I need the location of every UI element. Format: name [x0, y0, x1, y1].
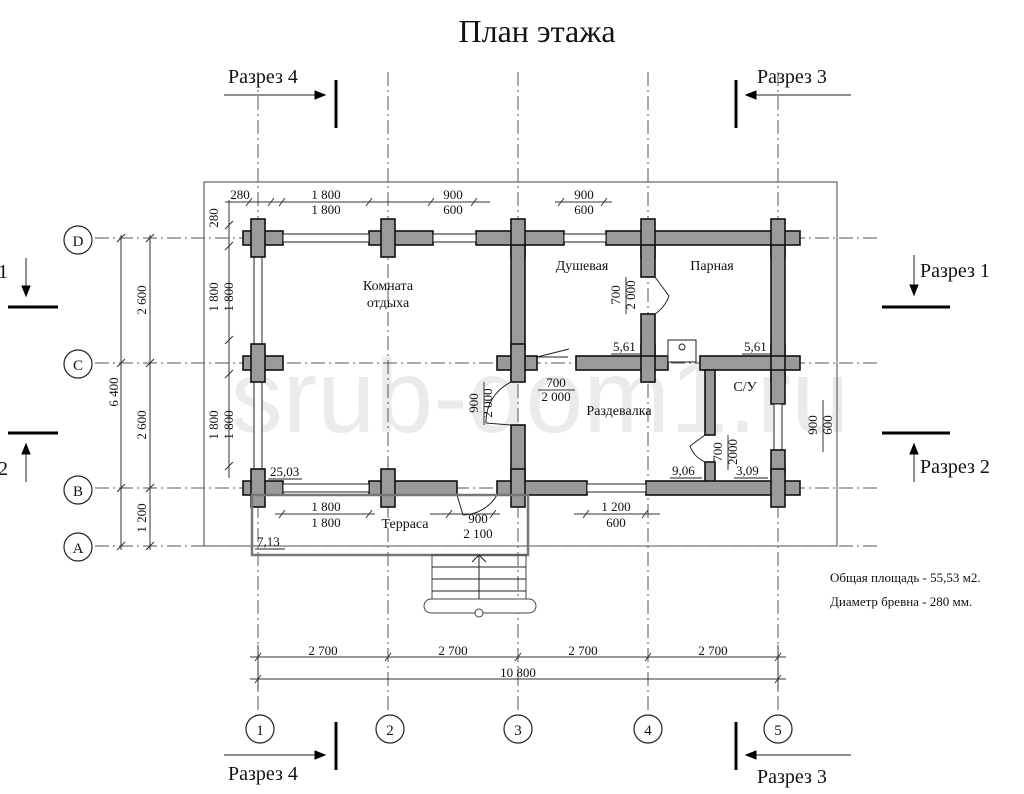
dim-door-shower-700: 700 [608, 285, 623, 305]
plan-title: План этажа [458, 13, 615, 49]
walls [242, 218, 801, 508]
dim-bot-2100: 2 100 [463, 526, 492, 541]
area-terrace: 7,13 [257, 534, 280, 549]
axis-label-d: D [73, 234, 84, 250]
dim-win-wc-600: 600 [820, 415, 835, 435]
area-labels: 25,03 5,61 5,61 9,06 3,09 7,13 [255, 339, 770, 550]
axis-label-b: B [73, 484, 83, 500]
dim-bot-900: 900 [468, 511, 488, 526]
dim-left-1200: 1 200 [134, 503, 149, 532]
axis-label-1: 1 [256, 723, 264, 739]
area-steam: 5,61 [744, 339, 767, 354]
room-labels: Комната отдыха Душевая Парная Раздевалка… [363, 259, 757, 532]
dim-left-2600-a: 2 600 [134, 285, 149, 314]
dim-top-280: 280 [230, 187, 250, 202]
section-4-bottom-label: Разрез 4 [228, 763, 298, 785]
dim-left-1800-1b: 1 800 [221, 282, 236, 311]
dim-door-ent-2000: 2 000 [480, 388, 495, 417]
dim-left-2600-b: 2 600 [134, 410, 149, 439]
dim-span-4: 2 700 [698, 643, 727, 658]
note-total-area: Общая площадь - 55,53 м2. [830, 570, 981, 585]
section-3-top-label: Разрез 3 [757, 66, 827, 88]
area-wc: 3,09 [736, 463, 759, 478]
area-shower: 5,61 [613, 339, 636, 354]
dim-bot-1800-a: 1 800 [311, 499, 340, 514]
dimensions-top: 280 1 800 1 800 900 600 900 600 [225, 187, 612, 217]
dim-left-1800-2b: 1 800 [221, 410, 236, 439]
dim-top-1800-b: 1 800 [311, 202, 340, 217]
dim-top-900-1: 900 [443, 187, 463, 202]
dim-door-shower-2000: 2 000 [623, 280, 638, 309]
section-4-top-label: Разрез 4 [228, 66, 298, 88]
dim-door-wc-2000: 2000 [725, 439, 740, 465]
dimensions-left: 6 400 2 600 2 600 1 200 280 1 800 1 800 … [106, 200, 236, 551]
dim-total: 10 800 [500, 665, 536, 680]
axis-label-4: 4 [644, 723, 652, 739]
room-terrace: Терраса [381, 517, 429, 532]
dimensions-doors: 700 2 000 700 2 000 900 2 000 700 2000 9… [466, 277, 835, 470]
room-wc: С/У [733, 380, 756, 395]
axis-bubbles-x: 1 2 3 4 5 [245, 714, 793, 744]
section-2-left-label: 2 [0, 458, 8, 480]
room-changing: Раздевалка [586, 404, 652, 419]
dimensions-bottom: 1 800 1 800 900 2 100 1 200 600 2 700 2 … [250, 499, 786, 690]
note-log-diameter: Диаметр бревна - 280 мм. [830, 594, 972, 609]
axis-label-2: 2 [386, 723, 394, 739]
axis-bubbles-y: D C B A [63, 225, 93, 562]
dim-door-ent-900: 900 [466, 393, 481, 413]
section-3-bottom-label: Разрез 3 [757, 766, 827, 788]
axis-label-c: C [73, 358, 83, 374]
dim-left-1800-1a: 1 800 [206, 282, 221, 311]
dim-left-1800-2a: 1 800 [206, 410, 221, 439]
terrace [250, 493, 537, 618]
dim-top-600-2: 600 [574, 202, 594, 217]
area-changing: 9,06 [672, 463, 695, 478]
room-rest-line1: Комната [363, 279, 414, 294]
dim-win-wc-900: 900 [805, 415, 820, 435]
dim-span-3: 2 700 [568, 643, 597, 658]
dim-span-2: 2 700 [438, 643, 467, 658]
dim-bot-1200: 1 200 [601, 499, 630, 514]
stove [667, 339, 697, 363]
dim-span-1: 2 700 [308, 643, 337, 658]
dim-left-280: 280 [206, 208, 221, 228]
outer-frame [203, 181, 838, 547]
room-steam: Парная [690, 259, 734, 274]
axis-label-5: 5 [774, 723, 782, 739]
dim-door-700: 700 [546, 375, 566, 390]
dim-bot-600: 600 [606, 515, 626, 530]
dim-left-6400: 6 400 [106, 377, 121, 406]
dim-top-600-1: 600 [443, 202, 463, 217]
dim-top-1800-a: 1 800 [311, 187, 340, 202]
section-markers: Разрез 4 Разрез 3 Разрез 1 Разрез 2 1 2 [0, 66, 990, 788]
dim-top-900-2: 900 [574, 187, 594, 202]
room-rest-line2: отдыха [367, 296, 410, 311]
axis-label-a: A [73, 541, 84, 557]
area-rest: 25,03 [270, 464, 299, 479]
dim-bot-1800-b: 1 800 [311, 515, 340, 530]
room-shower: Душевая [556, 259, 609, 274]
dim-door-wc-700: 700 [710, 442, 725, 462]
axis-label-3: 3 [514, 723, 522, 739]
dim-door-2000: 2 000 [541, 389, 570, 404]
doors [456, 276, 706, 516]
section-1-left-label: 1 [0, 261, 8, 283]
section-2-right-label: Разрез 2 [920, 456, 990, 478]
section-1-right-label: Разрез 1 [920, 260, 990, 282]
